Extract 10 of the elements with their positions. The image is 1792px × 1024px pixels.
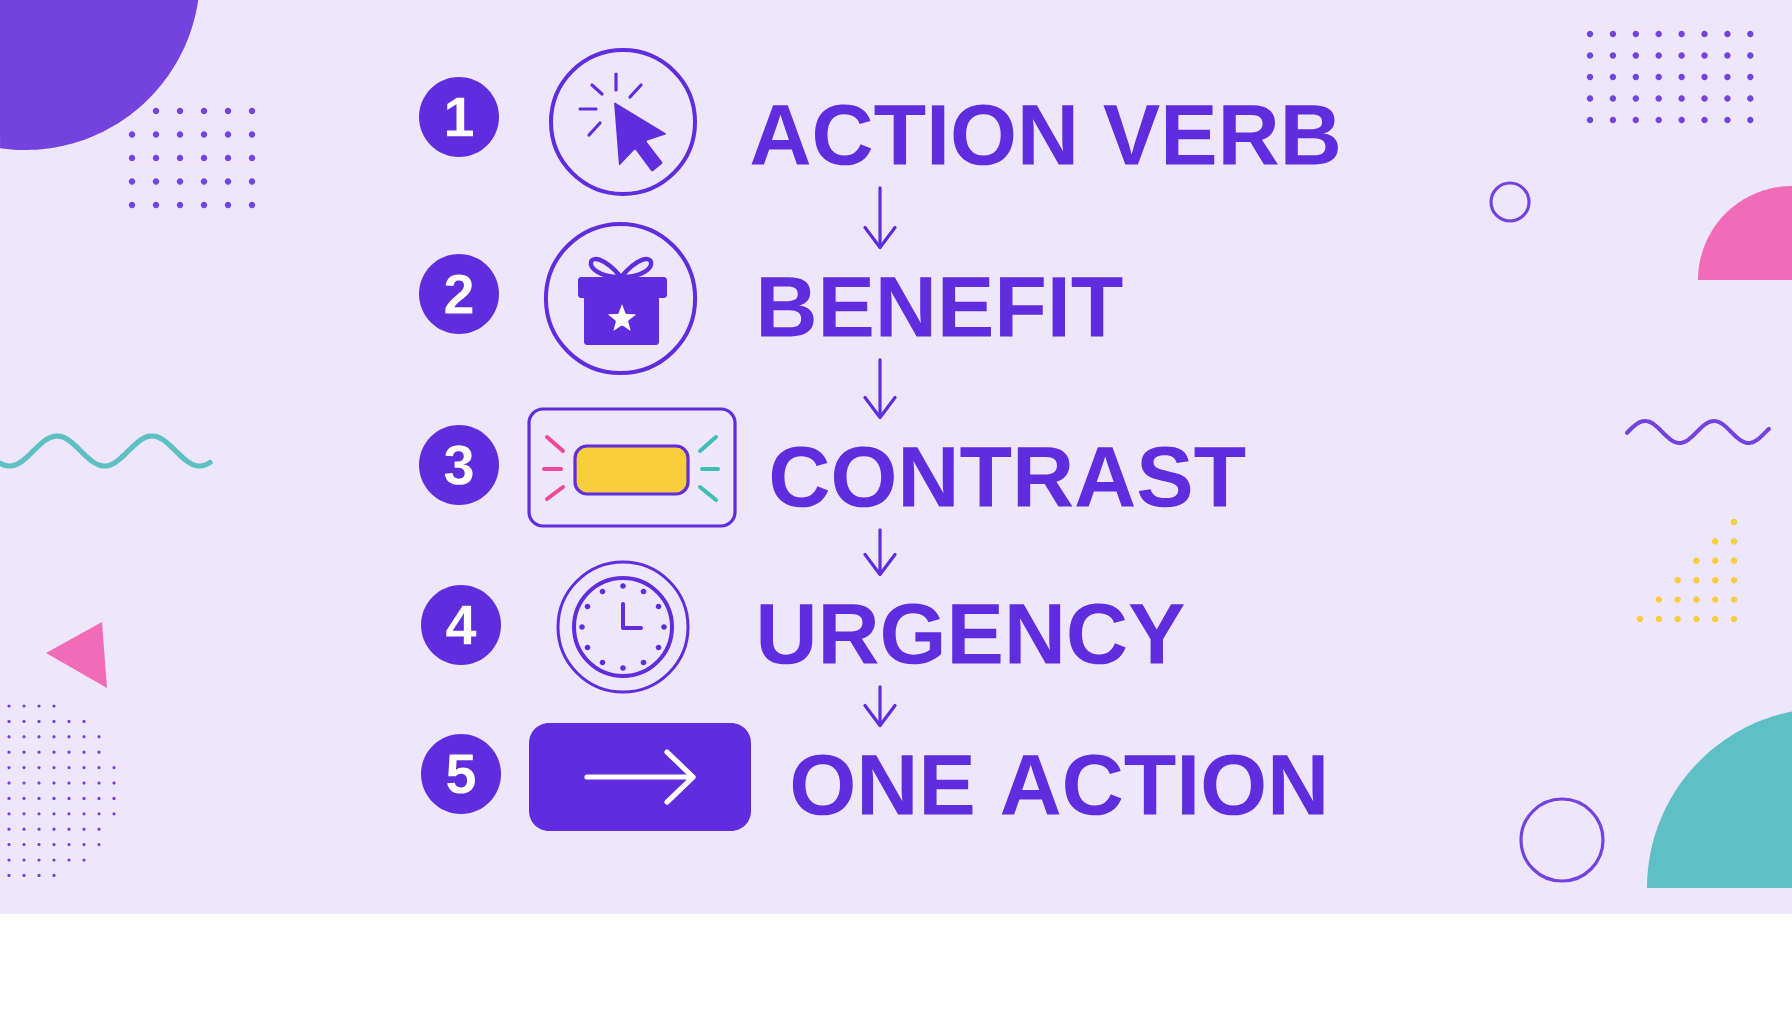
- number-badge: 5: [421, 734, 501, 814]
- step-label: ACTION VERB: [751, 104, 1338, 166]
- number-badge: 4: [421, 585, 501, 665]
- step-label: URGENCY: [760, 603, 1185, 665]
- step-label: CONTRAST: [771, 446, 1246, 508]
- step-label: ONE ACTION: [792, 754, 1324, 816]
- number-badge: 2: [419, 254, 499, 334]
- step-label: BENEFIT: [761, 277, 1123, 337]
- number-badge: 1: [419, 77, 499, 157]
- number-badge: 3: [419, 425, 499, 505]
